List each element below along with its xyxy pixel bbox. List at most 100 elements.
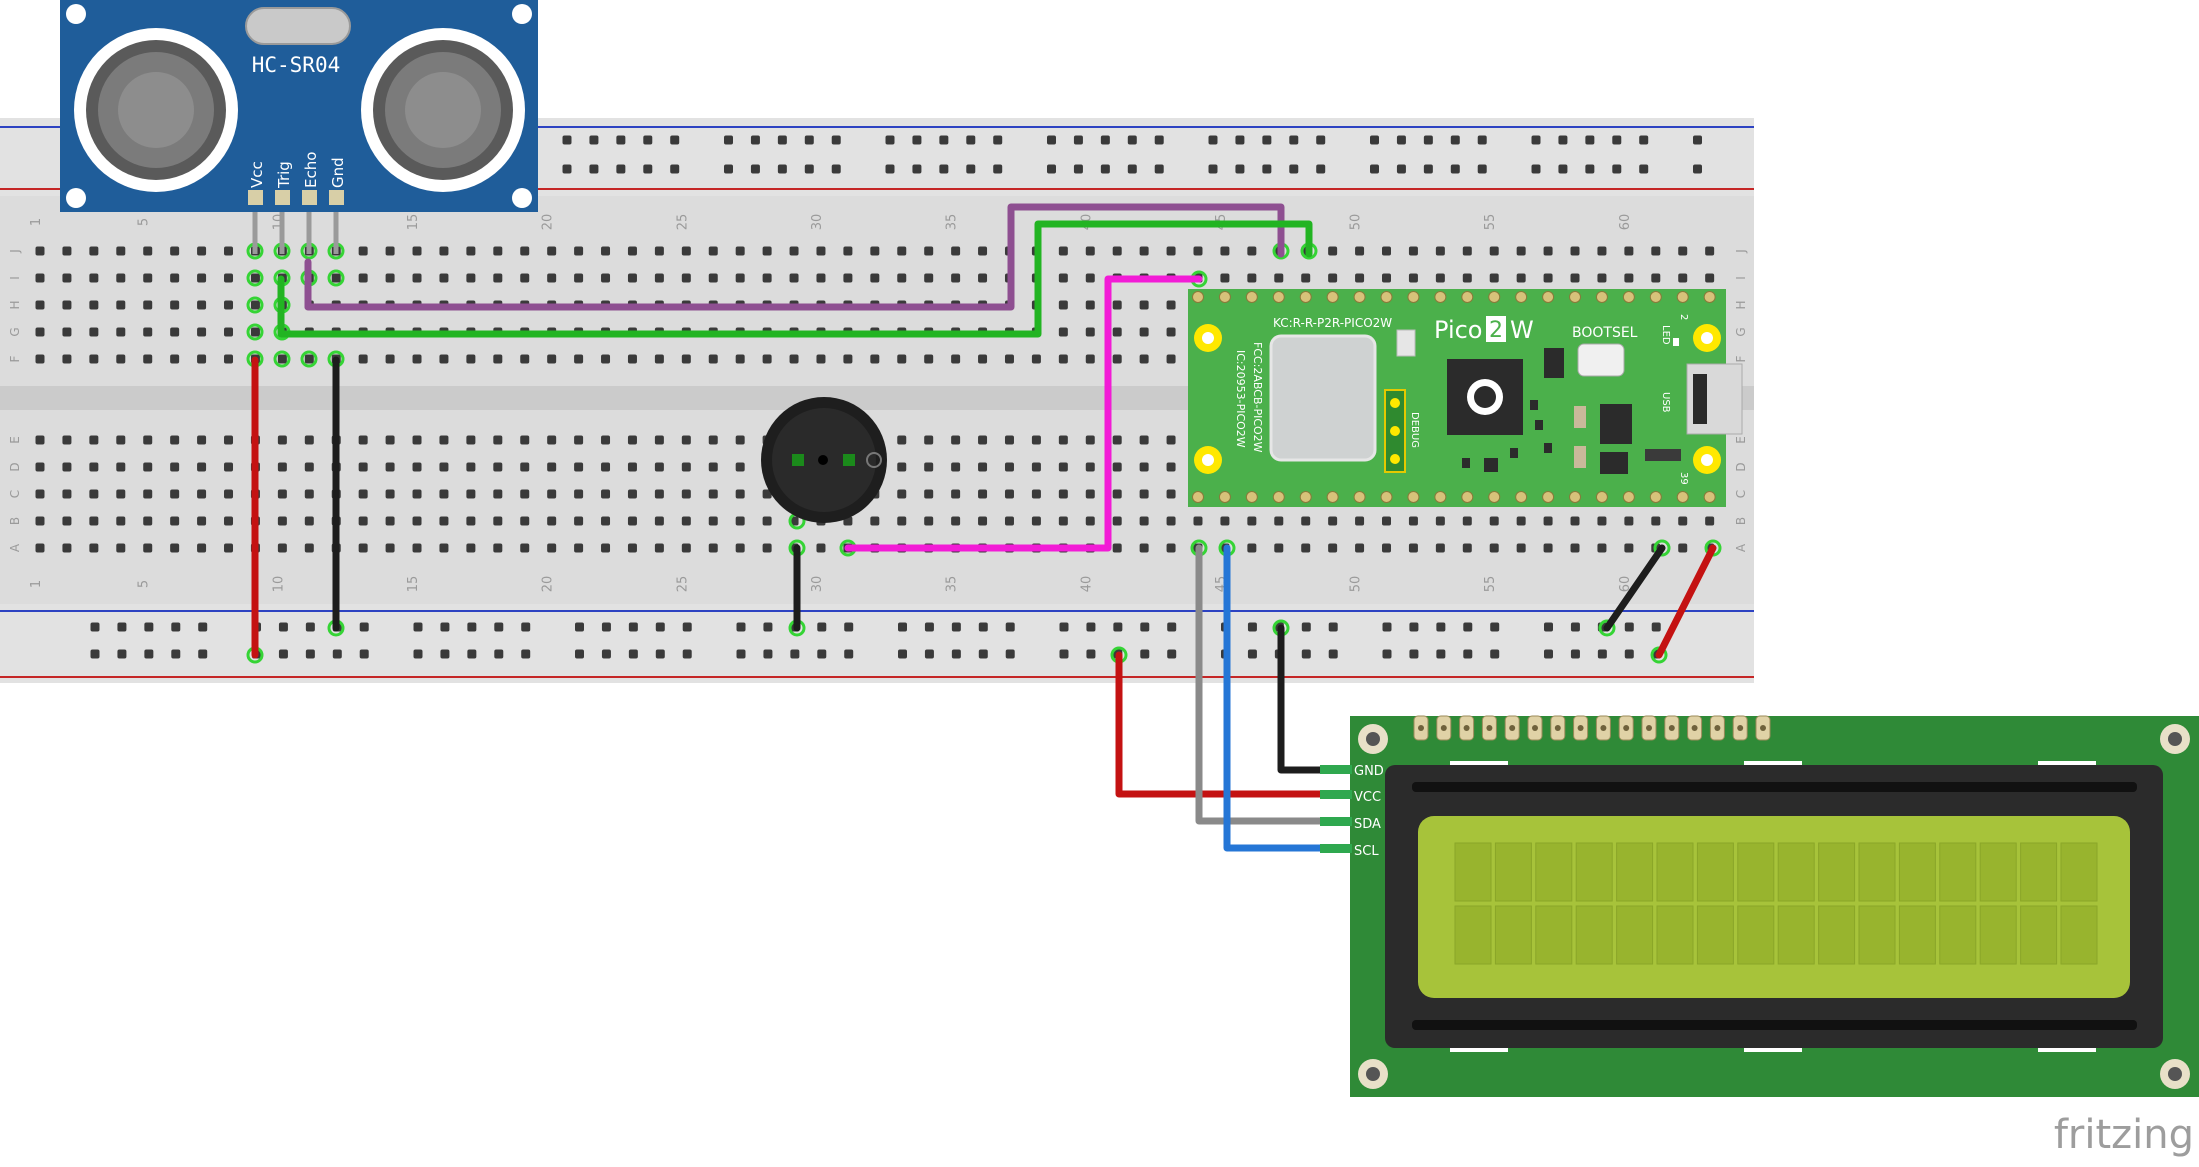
wire-lcd-vcc-red[interactable] (1115, 651, 1324, 798)
breadboard-hole (924, 273, 934, 283)
breadboard-hole (978, 489, 988, 499)
breadboard-hole (1058, 246, 1068, 256)
rail-hole (628, 622, 638, 632)
pico-header-pin (1353, 491, 1366, 503)
breadboard-hole (654, 246, 664, 256)
lcd-pin-sda[interactable] (1320, 817, 1352, 826)
breadboard-hole (1220, 246, 1230, 256)
rail-hole (1490, 622, 1500, 632)
rail-hole (1612, 164, 1622, 174)
pico-brand-box (1486, 316, 1506, 342)
breadboard-hole (412, 543, 422, 553)
breadboard-hole (358, 516, 368, 526)
breadboard-hole (358, 543, 368, 553)
breadboard-hole (870, 354, 880, 364)
breadboard-hole (627, 435, 637, 445)
rail-hole (278, 622, 288, 632)
breadboard-hole (1058, 327, 1068, 337)
column-number: 10 (271, 576, 286, 593)
lcd-pin-scl[interactable] (1320, 844, 1352, 853)
wire-pico-vcc-red[interactable] (1655, 544, 1717, 659)
wire-trig-green[interactable] (277, 220, 1313, 338)
rail-hole (1073, 164, 1083, 174)
rail-hole (978, 649, 988, 659)
row-letter: I (8, 276, 22, 280)
rail-hole (993, 135, 1003, 145)
lcd-pin-vcc[interactable] (1320, 790, 1352, 799)
breadboard-hole (627, 462, 637, 472)
row-letter: D (8, 462, 22, 471)
row-letter: A (1734, 543, 1748, 552)
breadboard-hole (385, 489, 395, 499)
rail-hole (1450, 135, 1460, 145)
lcd-char-cell (1777, 905, 1815, 965)
rail-hole (912, 164, 922, 174)
pico-header-pin (1461, 291, 1474, 303)
breadboard-hole (1058, 435, 1068, 445)
wire-buzzer-magenta[interactable] (844, 275, 1203, 552)
breadboard-hole (1328, 516, 1338, 526)
pico-debug-label: DEBUG (1409, 412, 1420, 448)
row-letter: C (1734, 490, 1748, 498)
piezo-buzzer[interactable] (761, 397, 887, 523)
breadboard-hole (197, 354, 207, 364)
breadboard-hole (574, 246, 584, 256)
column-number: 30 (810, 576, 825, 593)
breadboard-hole (62, 246, 72, 256)
rail-hole (643, 164, 653, 174)
breadboard-hole (1570, 273, 1580, 283)
pico-header-pin (1542, 491, 1555, 503)
rail-hole (1382, 649, 1392, 659)
breadboard-hole (35, 354, 45, 364)
breadboard-hole (277, 489, 287, 499)
pico-header-pins (1191, 291, 1716, 503)
rail-hole (1370, 135, 1379, 145)
lcd-tab (1450, 761, 1508, 765)
row-letter: G (8, 327, 22, 336)
rail-hole (332, 649, 342, 659)
wire-lcd-gnd-black[interactable] (1277, 624, 1324, 774)
smd-chip (1544, 348, 1564, 378)
lcd-character-cells (1454, 842, 2098, 965)
pico-header-pin (1272, 291, 1285, 303)
rail-hole (1328, 622, 1338, 632)
rail-hole (1382, 622, 1392, 632)
bootsel-button[interactable] (1577, 343, 1625, 377)
breadboard-hole (35, 273, 45, 283)
breadboard-hole (493, 246, 503, 256)
breadboard-hole (143, 300, 153, 310)
rail-hole (831, 135, 841, 145)
breadboard-hole (358, 489, 368, 499)
pico-header-pin (1272, 491, 1285, 503)
breadboard-hole (89, 327, 99, 337)
breadboard-hole (520, 516, 530, 526)
breadboard-hole (816, 543, 826, 553)
breadboard-hole (1705, 516, 1715, 526)
breadboard-hole (951, 246, 961, 256)
wire-lcd-sda-gray[interactable] (1195, 544, 1324, 825)
column-number: 50 (1349, 576, 1364, 593)
rail-hole (1262, 164, 1272, 174)
breadboard-hole (466, 246, 476, 256)
breadboard-hole (62, 327, 72, 337)
breadboard-hole (1408, 273, 1418, 283)
lcd-pin-gnd[interactable] (1320, 765, 1352, 774)
lcd-16x2-module[interactable]: GND VCC SDA SCL (1320, 715, 2199, 1097)
breadboard-hole (62, 354, 72, 364)
breadboard-hole (116, 435, 126, 445)
wire-pico-gnd-black[interactable] (1603, 544, 1666, 632)
rail-hole (278, 649, 288, 659)
pico-2w-board[interactable]: KC:R-R-P2R-PICO2W FCC:2ABCB-PICO2W IC:20… (1188, 289, 1743, 507)
lcd-label-vcc: VCC (1354, 790, 1381, 805)
breadboard-hole (1112, 462, 1122, 472)
wire-lcd-scl-blue[interactable] (1223, 544, 1324, 852)
lcd-char-cell (1818, 842, 1856, 902)
rail-hole (1140, 622, 1150, 632)
pico-header-pin (1622, 491, 1635, 503)
breadboard-hole (1085, 354, 1095, 364)
wire-echo-purple[interactable] (304, 203, 1285, 311)
breadboard-hole (870, 246, 880, 256)
rail-hole (1316, 164, 1326, 174)
hc-sr04-sensor[interactable]: HC-SR04 Vcc Trig Echo Gnd (60, 0, 538, 254)
rail-hole (1544, 649, 1553, 659)
